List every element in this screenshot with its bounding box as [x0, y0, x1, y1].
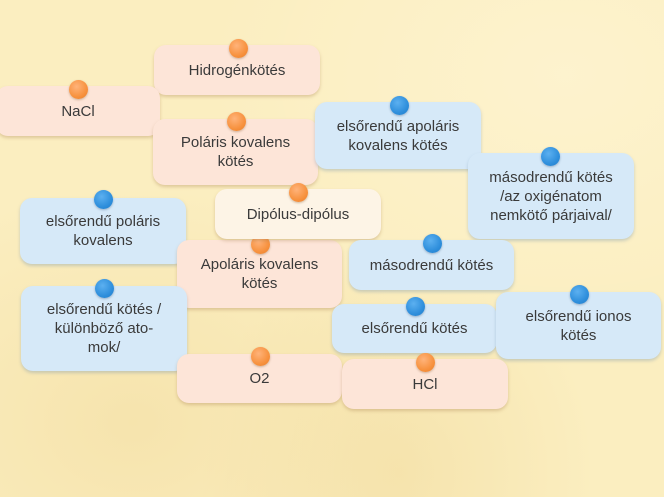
card-label: Hidrogénkötés: [188, 61, 286, 79]
card-label: elsőrendű poláris kovalens: [45, 213, 161, 249]
card-label: HCl: [412, 375, 438, 393]
card-masodrendu-kotes[interactable]: másodrendű kötés: [349, 240, 514, 290]
card-label: másodrendű kötés: [369, 256, 494, 274]
card-label: Poláris kovalens kötés: [180, 134, 291, 170]
card-label: elsőrendű kötés: [361, 320, 468, 337]
pin-elsorendu-kotes-kulonbozo-atomok[interactable]: [95, 279, 114, 298]
pin-polaris-kovalens-kotes[interactable]: [227, 112, 246, 131]
pin-elsorendu-polaris-kovalens[interactable]: [94, 190, 113, 209]
pin-nacl[interactable]: [69, 80, 88, 99]
card-masodrendu-kotes-oxigenatom[interactable]: másodrendű kötés /az oxigénatom nemkötő …: [468, 153, 634, 239]
card-polaris-kovalens-kotes[interactable]: Poláris kovalens kötés: [153, 119, 318, 185]
card-label: Apoláris kovalens kötés: [200, 256, 319, 292]
card-label: elsőrendű ionos kötés: [525, 307, 632, 344]
pin-dipolus-dipolus[interactable]: [289, 183, 308, 202]
card-label: másodrendű kötés /az oxigénatom nemkötő …: [489, 168, 613, 224]
card-label: O2: [249, 370, 270, 387]
pin-apolaris-kovalens-kotes[interactable]: [251, 235, 270, 254]
pin-elsorendu-ionos-kotes[interactable]: [570, 285, 589, 304]
pin-hcl[interactable]: [416, 353, 435, 372]
card-label: Dipólus-dipólus: [246, 205, 350, 223]
card-label: elsőrendű apoláris kovalens kötés: [336, 117, 460, 154]
card-label: elsőrendű kötés / különböző ato-mok/: [46, 301, 162, 356]
card-elsorendu-kotes-kulonbozo-atomok[interactable]: elsőrendű kötés / különböző ato-mok/: [21, 286, 187, 371]
card-label: NaCl: [61, 102, 95, 120]
card-elsorendu-polaris-kovalens[interactable]: elsőrendű poláris kovalens: [20, 198, 186, 264]
pin-hidrogenkotes[interactable]: [229, 39, 248, 58]
pin-elsorendu-kotes[interactable]: [406, 297, 425, 316]
pin-masodrendu-kotes[interactable]: [423, 234, 442, 253]
card-hcl[interactable]: HCl: [342, 359, 508, 409]
pin-elsorendu-apolaris-kovalens[interactable]: [390, 96, 409, 115]
pin-masodrendu-kotes-oxigenatom[interactable]: [541, 147, 560, 166]
pin-o2[interactable]: [251, 347, 270, 366]
